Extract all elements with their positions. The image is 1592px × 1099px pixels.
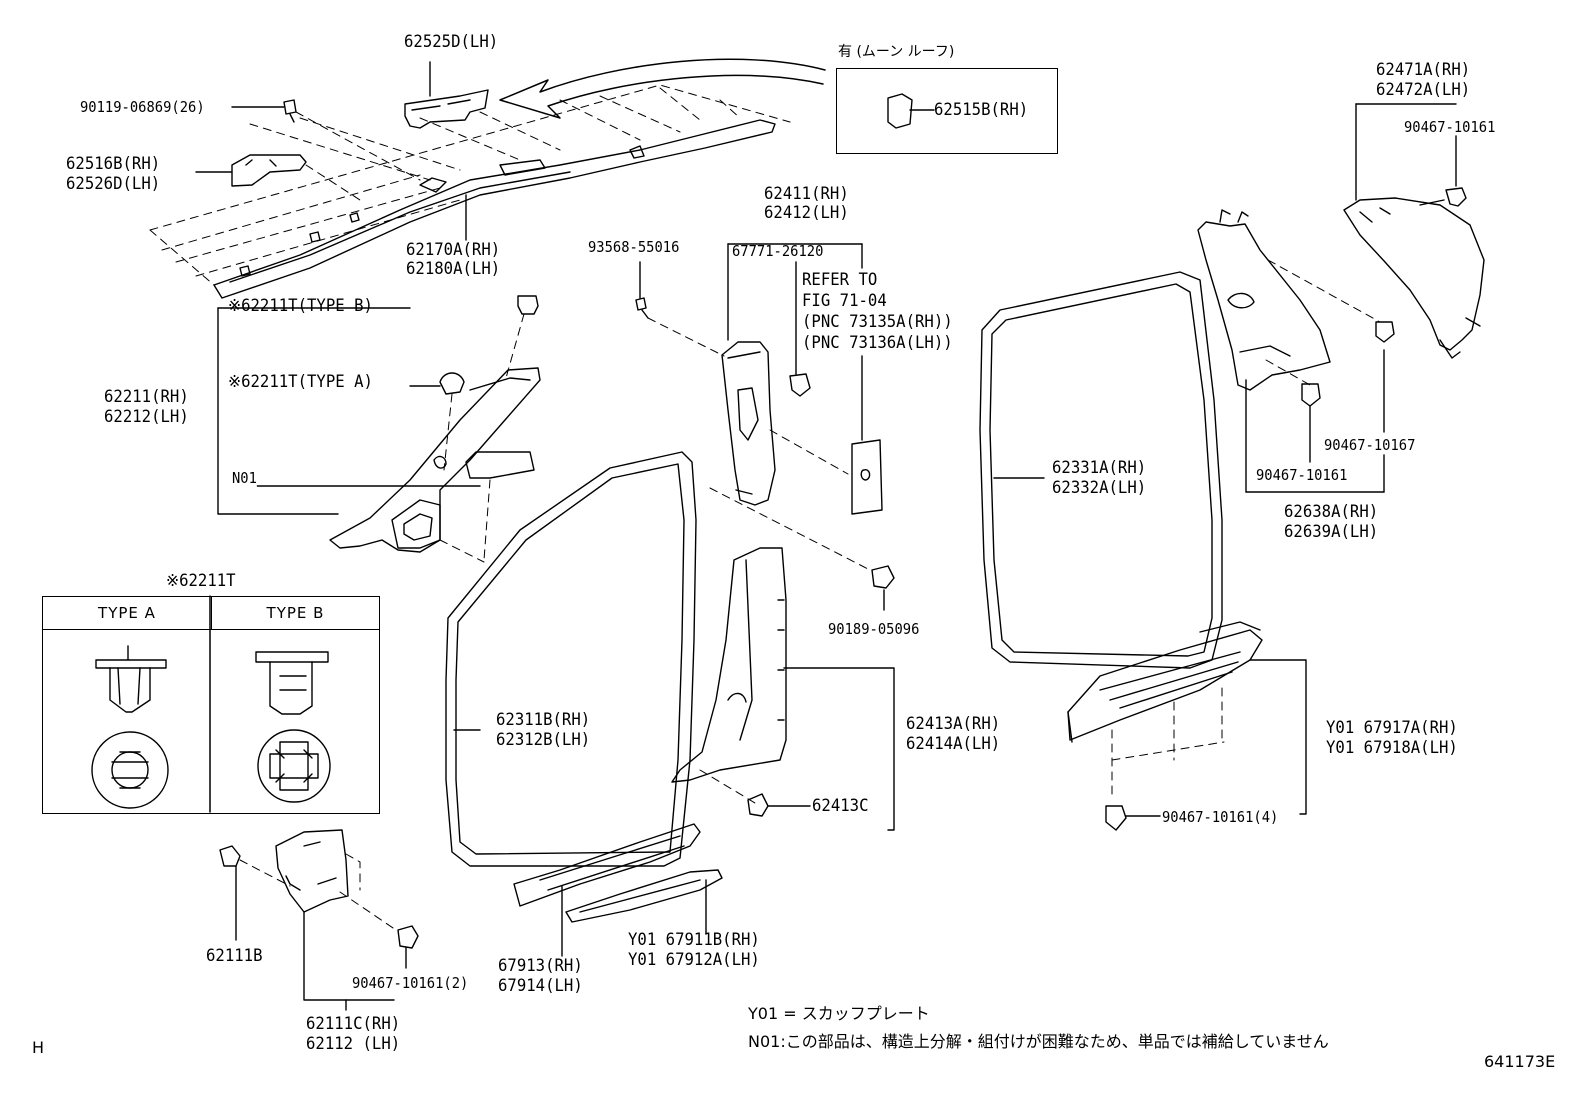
seatbelt-cover: [851, 439, 883, 515]
label-67912A: Y01 67912A(LH): [628, 950, 760, 970]
dash-pillar-bottom: [439, 539, 485, 563]
label-refer-4: (PNC 73136A(LH)): [802, 333, 953, 353]
front-scuff-plate-67911B: [565, 869, 723, 935]
type-a-header: TYPE A: [43, 597, 212, 630]
front-scuff-plate-67913: [513, 823, 701, 957]
clip-62413C: [747, 793, 811, 817]
label-62638A: 62638A(RH): [1284, 502, 1379, 522]
legend-n01: N01:この部品は、構造上分解・組付けが困難なため、単品では補給していません: [748, 1032, 1329, 1051]
clip-90189: [871, 565, 895, 611]
label-67918A: Y01 67918A(LH): [1326, 738, 1458, 758]
label-62413C: 62413C: [812, 796, 869, 816]
curved-arrow: [499, 58, 826, 119]
label-refer-3: (PNC 73135A(RH)): [802, 312, 953, 332]
label-67913: 67913(RH): [498, 956, 583, 976]
dash-pillar-cover: [769, 429, 849, 475]
type-a-clip-top-view: [91, 731, 169, 809]
label-62331A: 62331A(RH): [1052, 458, 1147, 478]
clip-90467-10167: [1375, 321, 1395, 343]
label-62111C: 62111C(RH): [306, 1014, 401, 1034]
clip-90467-2: [397, 925, 419, 969]
label-62311B: 62311B(RH): [496, 710, 591, 730]
label-62516B: 62516B(RH): [66, 154, 161, 174]
label-62525D: 62525D(LH): [404, 32, 499, 52]
clip-62515B: [887, 93, 935, 129]
type-b-clip-top-view: [257, 729, 331, 803]
label-67771: 67771-26120: [732, 242, 824, 260]
clip-62211T-type-b-part: [505, 295, 539, 379]
label-62211T-type-a: ※62211T(TYPE A): [228, 372, 373, 392]
cowl-side-trim-62111C: [275, 829, 397, 1011]
headliner-dashed-outline: [149, 84, 791, 286]
center-pillar-upper-62411: [721, 243, 863, 506]
label-62180A: 62180A(LH): [406, 259, 501, 279]
label-62212: 62212(LH): [104, 407, 189, 427]
label-62639A: 62639A(LH): [1284, 522, 1379, 542]
label-62112: 62112 (LH): [306, 1034, 401, 1054]
label-67914: 67914(LH): [498, 976, 583, 996]
type-a-clip-side-view: [95, 645, 167, 713]
label-67917A: Y01 67917A(RH): [1326, 718, 1458, 738]
dash-pillar-clip: [709, 487, 871, 571]
clip-62111B: [219, 845, 291, 941]
quarter-upper-trim-62471A: [1343, 103, 1485, 359]
rear-scuff-plate-67917A: [1067, 621, 1307, 815]
label-62515B: 62515B(RH): [934, 100, 1029, 120]
figure-code: 641173E: [1484, 1052, 1556, 1071]
label-n01: N01: [232, 469, 257, 487]
label-62170A: 62170A(RH): [406, 240, 501, 260]
bracket-62516B: [195, 154, 361, 201]
label-90189: 90189-05096: [828, 620, 920, 638]
clip-90467-top: [1419, 187, 1467, 207]
bolt-90119: [231, 99, 421, 181]
screw-93568: [635, 261, 725, 357]
corner-marker: H: [32, 1038, 45, 1057]
label-90467-top: 90467-10161: [1404, 118, 1496, 136]
label-90467-10167: 90467-10167: [1324, 436, 1416, 454]
label-62413A: 62413A(RH): [906, 714, 1001, 734]
label-62111B: 62111B: [206, 946, 263, 966]
dash-pillar-bottom-2: [483, 479, 491, 561]
label-62312B: 62312B(LH): [496, 730, 591, 750]
center-pillar-lower-62413A: [671, 547, 895, 831]
clip-62211T-type-a-part: [439, 372, 465, 471]
quarter-trim-62638A: [1197, 209, 1385, 493]
label-62211: 62211(RH): [104, 387, 189, 407]
label-moon-roof: 有 (ムーン ルーフ): [838, 44, 955, 60]
label-62411: 62411(RH): [764, 184, 849, 204]
label-90467-4: 90467-10161(4): [1162, 808, 1279, 826]
type-b-clip-side-view: [255, 651, 329, 715]
clip-type-box: TYPE A TYPE B: [42, 596, 380, 814]
clip-90467-mid: [1301, 383, 1321, 463]
label-62412: 62412(LH): [764, 203, 849, 223]
label-62211T-type-b: ※62211T(TYPE B): [228, 296, 373, 316]
clip-90467-4: [1105, 805, 1161, 831]
label-93568: 93568-55016: [588, 238, 680, 256]
label-67911B: Y01 67911B(RH): [628, 930, 760, 950]
bracket-62525D: [404, 61, 489, 129]
legend-y01: Y01 = スカッフプレート: [748, 1004, 930, 1023]
label-62526D: 62526D(LH): [66, 174, 161, 194]
label-refer-1: REFER TO: [802, 270, 878, 290]
label-62472A: 62472A(LH): [1376, 80, 1471, 100]
label-62471A: 62471A(RH): [1376, 60, 1471, 80]
label-refer-2: FIG 71-04: [802, 291, 887, 311]
moon-roof-box: [836, 68, 1058, 154]
label-62332A: 62332A(LH): [1052, 478, 1147, 498]
label-90467-mid: 90467-10161: [1256, 466, 1348, 484]
type-b-header: TYPE B: [212, 597, 379, 630]
label-62211T-box: ※62211T: [166, 571, 236, 591]
label-90119: 90119-06869(26): [80, 98, 205, 116]
front-door-weatherstrip-62311B: [445, 451, 697, 867]
label-62414A: 62414A(LH): [906, 734, 1001, 754]
clip-67771: [789, 261, 811, 397]
front-pillar-trim-62211: [217, 307, 541, 553]
label-90467-2: 90467-10161(2): [352, 974, 469, 992]
